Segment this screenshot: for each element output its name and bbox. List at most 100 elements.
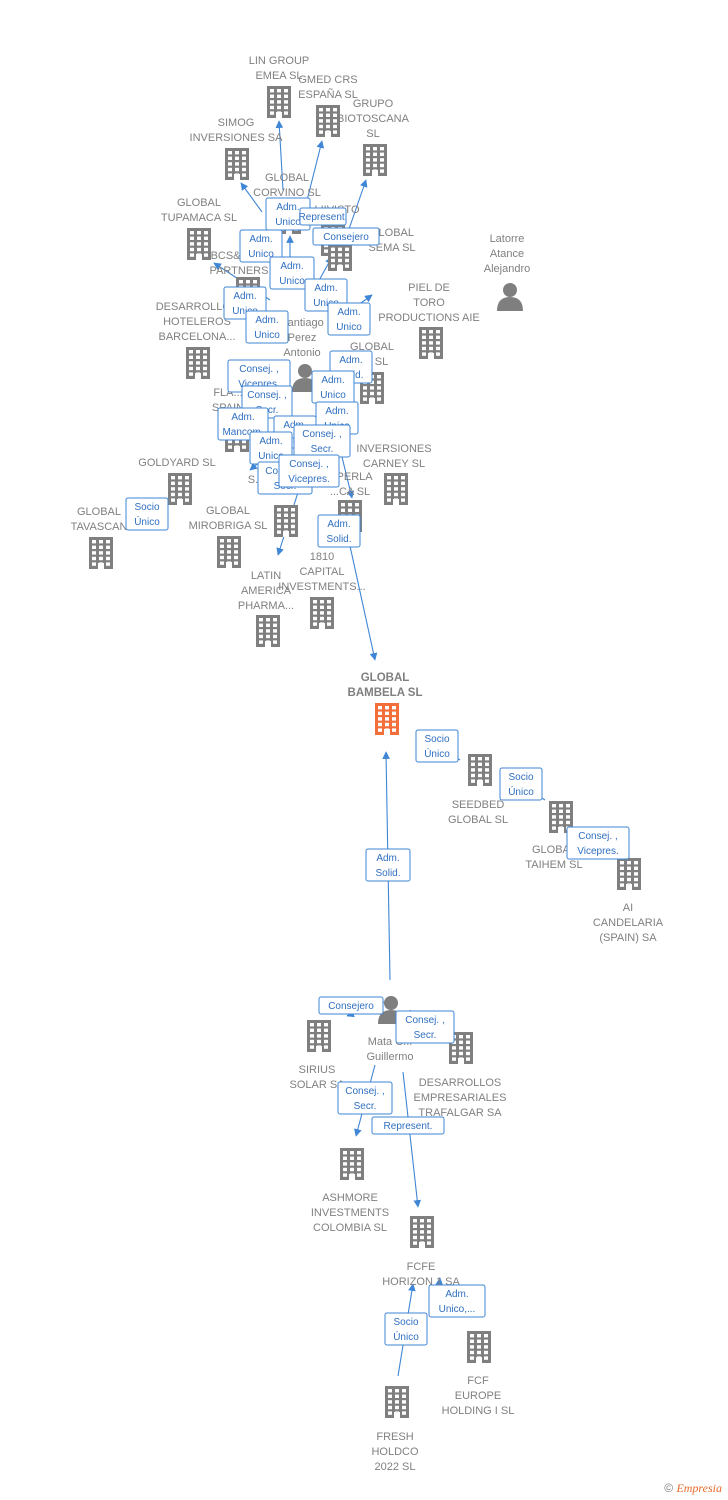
edge-label[interactable]: Represent. <box>371 1116 445 1135</box>
edge-label-text: Adm. <box>337 307 360 318</box>
building-icon <box>467 1331 491 1363</box>
edge-label[interactable]: Consej. ,Secr. <box>293 424 351 458</box>
edge-label-text: Adm. <box>325 406 348 417</box>
node-label-line: SEEDBED <box>452 799 505 811</box>
edge-label[interactable]: Consej. ,Secr. <box>337 1081 393 1115</box>
company-node[interactable]: S... <box>248 474 298 537</box>
edge-label-text: Adm. <box>231 412 254 423</box>
edge-label-text: Socio <box>508 772 533 783</box>
company-node[interactable]: GLOBAL TAVASCAN <box>71 506 128 569</box>
building-icon <box>256 615 280 647</box>
edge-label[interactable]: Consej. ,Secr. <box>395 1010 455 1044</box>
node-label-line: TAVASCAN <box>71 521 128 533</box>
edge-label[interactable]: Adm.Solid. <box>365 848 411 882</box>
edge-label-text: Secr. <box>354 1101 377 1112</box>
node-label-line: ASHMORE <box>322 1192 378 1204</box>
node-label: DESARROLLOSHOTELEROSBARCELONA... <box>156 301 239 343</box>
node-label-line: DESARROLLOS <box>419 1077 502 1089</box>
node-label-line: BAMBELA SL <box>348 687 423 699</box>
edge-label-text: Único <box>393 1330 419 1343</box>
edge-label-text: Consejero <box>323 232 369 243</box>
footer-brand[interactable]: © Empresia <box>664 1481 722 1496</box>
edge-label[interactable]: Adm.Unico,... <box>428 1284 486 1318</box>
edge-label[interactable]: Consej. ,Vicepres. <box>566 826 630 860</box>
node-label-line: SIMOG <box>218 117 255 129</box>
edge-label[interactable]: Adm.Unico <box>265 197 311 231</box>
edge-label[interactable]: Consejero <box>312 227 380 246</box>
company-node[interactable]: DESARROLLOSHOTELEROSBARCELONA... <box>156 301 239 379</box>
node-label-line: CORVINO SL <box>253 187 321 199</box>
edge-label-text: Único <box>508 785 534 798</box>
edge-label-text: Represent. <box>299 212 348 223</box>
building-icon <box>187 228 211 260</box>
edge-label-text: Unico <box>320 390 346 401</box>
edge-label-text: Unico <box>248 249 274 260</box>
edge-label[interactable]: Consejero <box>318 996 384 1015</box>
node-label-line: TORO <box>413 297 445 309</box>
edge-label-box <box>125 497 169 531</box>
node-label-line: GLOBAL <box>265 172 309 184</box>
edge-label[interactable]: Adm.Solid. <box>317 514 361 548</box>
node-label-line: TUPAMACA SL <box>161 212 237 224</box>
edge-label-box <box>337 1081 393 1115</box>
edge-label-text: Represent. <box>384 1121 433 1132</box>
edge-label[interactable]: Adm.Unico <box>327 302 371 336</box>
edge-label[interactable]: Adm.Unico <box>269 256 315 290</box>
company-node[interactable]: 1810CAPITALINVESTMENTS... <box>278 551 366 629</box>
building-icon <box>419 327 443 359</box>
edge-label[interactable]: Represent. <box>299 207 348 226</box>
edge-label[interactable]: Adm.Unico <box>245 310 289 344</box>
edge-label[interactable]: Consej. ,Vicepres. <box>278 454 340 488</box>
node-label-line: TRAFALGAR SA <box>418 1107 502 1119</box>
building-icon <box>186 347 210 379</box>
building-icon <box>217 536 241 568</box>
company-node[interactable]: GOLDYARD SL <box>138 457 216 505</box>
edge-label[interactable]: Adm.Unico <box>311 370 355 404</box>
building-icon <box>89 537 113 569</box>
edge-label-text: Consej. , <box>289 459 328 470</box>
company-node[interactable]: SIMOG INVERSIONES SA <box>190 117 284 180</box>
company-node[interactable]: LATINAMERICAPHARMA... <box>238 570 294 647</box>
edge-label-text: Vicepres. <box>238 379 280 390</box>
node-label-line: SL <box>366 128 379 140</box>
node-label-line: INVERSIONES SA <box>190 132 284 144</box>
person-icon <box>497 283 523 311</box>
edge-label-text: Adm. <box>339 355 362 366</box>
edge-label-text: Adm. <box>314 283 337 294</box>
edge-label[interactable]: Adm.Unico <box>239 229 283 263</box>
node-label-line: SOLAR SA <box>289 1079 345 1091</box>
node-label: 1810CAPITALINVESTMENTS... <box>278 551 365 593</box>
copyright-symbol: © <box>664 1481 674 1495</box>
node-label-line: GLOBAL <box>77 506 121 518</box>
